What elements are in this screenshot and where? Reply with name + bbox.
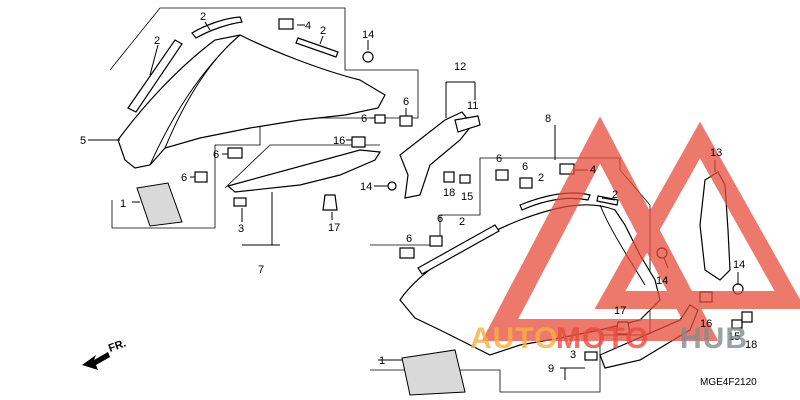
label-18-a: 18 [443,187,455,199]
label-14-b: 14 [360,181,372,193]
bracket-7 [226,149,382,193]
pad-1-lower [401,349,466,396]
clip-6-d [374,114,386,124]
seal-11 [454,115,481,133]
label-7: 7 [258,264,264,276]
outline-group-5 [109,7,419,229]
label-14-d: 14 [656,275,668,287]
pad-1-upper [136,182,183,227]
part-labels: 5 1 2 2 2 4 14 6 6 6 6 16 14 3 7 17 12 1… [80,11,757,375]
label-1-upper: 1 [120,198,126,210]
label-13: 13 [710,147,722,159]
clip-3-lower [584,351,598,361]
strip-2-left [127,39,183,113]
label-14-c: 14 [733,259,745,271]
fastener-17-left [322,194,338,211]
clip-6-e [399,247,415,259]
label-18-b: 18 [745,339,757,351]
upper-left-assembly [88,7,419,229]
bracket-11 [399,111,473,199]
strip-2-right [295,37,339,58]
label-16-a: 16 [333,135,345,147]
label-16-b: 16 [700,318,712,330]
label-6-f: 6 [522,161,528,173]
label-9: 9 [548,363,554,375]
label-2-e: 2 [612,189,618,201]
label-3-a: 3 [238,223,244,235]
label-2-c: 2 [320,25,326,37]
label-6-c: 6 [213,149,219,161]
watermark-word-auto: AUTO [470,322,558,355]
label-2-d: 2 [538,172,544,184]
clip-6-h [519,177,533,189]
grommet-16-left [351,136,366,148]
label-1-lower: 1 [379,355,385,367]
label-6-e: 6 [496,153,502,165]
clip-6-b [194,171,208,183]
cowl-part-5 [117,34,386,169]
direction-label: FR. [107,337,128,354]
label-6-b: 6 [361,113,367,125]
assembly-12 [399,81,481,199]
label-15-a: 15 [461,191,473,203]
bolt-14-upper [362,51,374,63]
label-11: 11 [467,100,478,112]
watermark-text: AUTO MOTO HUB [470,322,748,355]
assembly-7 [224,136,397,246]
watermark-logo [481,116,800,341]
label-15-b: 15 [728,331,740,343]
label-4-lower: 4 [590,164,596,176]
label-12: 12 [454,61,466,73]
clip-6-c [399,115,413,127]
strip-2-lower-left [417,224,500,275]
label-17-a: 17 [328,222,340,234]
clip-4-upper [278,18,294,30]
watermark-word-moto: MOTO [556,322,649,355]
clip-6-f [429,235,443,247]
clip-18-lower [741,311,753,323]
label-2-f: 2 [459,216,465,228]
label-2-a: 2 [154,35,160,47]
label-5: 5 [80,135,86,147]
outline-group-7 [224,144,380,189]
clip-6-a [227,147,243,159]
label-6-d: 6 [181,172,187,184]
label-6-g: 6 [437,213,443,225]
clip-6-g [495,169,509,181]
label-14-a: 14 [362,29,374,41]
clip-18-center [443,171,455,183]
label-17-b: 17 [614,305,626,317]
clip-15-center [459,174,471,184]
clip-15-lower [731,319,743,329]
front-direction-arrow: FR. [82,337,128,370]
arrow-icon [82,352,110,370]
label-6-h: 6 [406,233,412,245]
label-2-b: 2 [200,11,206,23]
label-4-upper: 4 [305,20,311,32]
watermark-triangle-small [594,121,800,309]
watermark-word-hub: HUB [680,322,748,355]
label-6-a: 6 [403,96,409,108]
clip-3-left [233,197,247,207]
diagram-code: MGE4F2120 [700,377,757,388]
bolt-14-mid [387,181,397,191]
label-8: 8 [545,113,551,125]
label-3-b: 3 [570,349,576,361]
